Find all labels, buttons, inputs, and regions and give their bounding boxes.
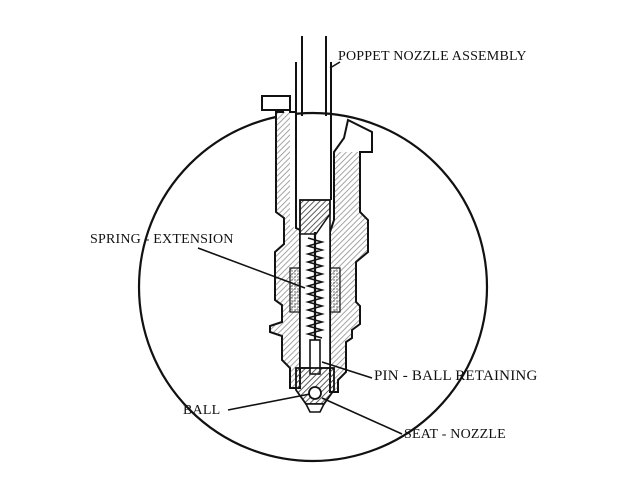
label-poppet-nozzle-assembly: POPPET NOZZLE ASSEMBLY xyxy=(338,49,527,64)
label-seat-nozzle: SEAT - NOZZLE xyxy=(404,427,506,442)
detail-circle xyxy=(137,111,489,463)
label-ball: BALL xyxy=(183,403,221,418)
label-spring-extension: SPRING - EXTENSION xyxy=(90,232,234,247)
leader-lines xyxy=(197,61,403,435)
label-pin-ball-retaining: PIN - BALL RETAINING xyxy=(374,368,538,384)
housing-right xyxy=(329,118,373,393)
stem-tube xyxy=(295,36,332,200)
spring-coil xyxy=(305,232,325,346)
housing-left xyxy=(261,95,301,389)
ball-part xyxy=(308,386,322,400)
